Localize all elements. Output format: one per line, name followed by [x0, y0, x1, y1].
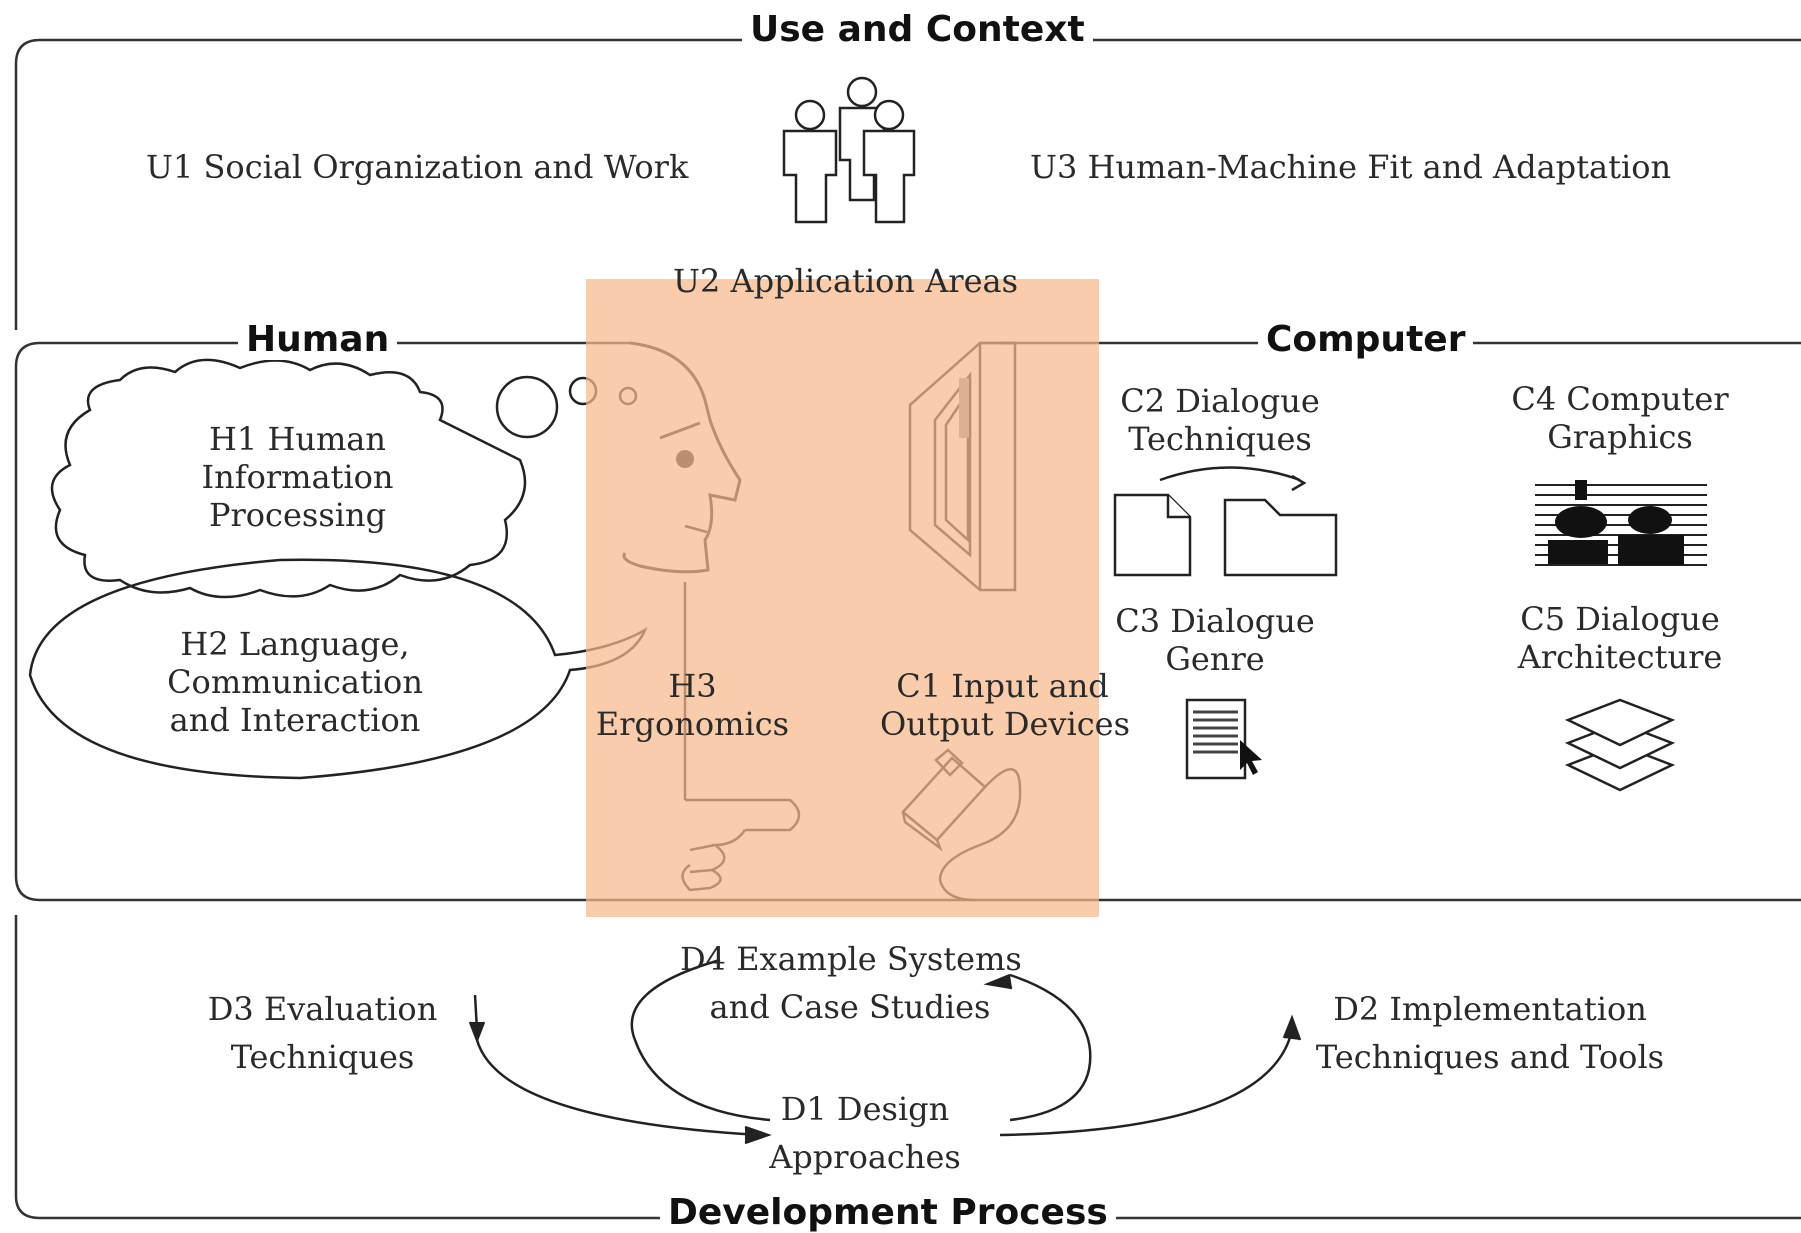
d3-label: D3 Evaluation Techniques — [207, 990, 438, 1076]
c2-label: C2 Dialogue Techniques — [1120, 382, 1320, 458]
development-cycle-arrows — [468, 958, 1302, 1145]
thought-cloud-icon — [50, 358, 527, 599]
computer-title: Computer — [1258, 320, 1474, 360]
development-title: Development Process — [660, 1193, 1116, 1233]
development-frame — [14, 915, 660, 1220]
use-context-title: Use and Context — [742, 10, 1093, 50]
u2-label: U2 Application Areas — [673, 262, 1019, 300]
layers-icon — [1564, 698, 1676, 792]
human-computer-frame — [14, 341, 1801, 902]
h3-label: H3 Ergonomics — [595, 667, 790, 743]
people-icon — [782, 76, 916, 224]
c5-label: C5 Dialogue Architecture — [1517, 600, 1723, 676]
human-title: Human — [238, 320, 398, 360]
genre-icon — [1185, 698, 1262, 780]
d2-label: D2 Implementation Techniques and Tools — [1315, 990, 1665, 1076]
c3-label: C3 Dialogue Genre — [1115, 602, 1315, 678]
ergonomics-highlight — [586, 279, 1099, 917]
u3-label: U3 Human-Machine Fit and Adaptation — [1030, 148, 1672, 186]
h1-label: H1 Human Information Processing — [201, 420, 394, 534]
d4-label: D4 Example Systems and Case Studies — [680, 940, 1022, 1026]
h2-label: H2 Language, Communication and Interacti… — [167, 625, 423, 739]
c4-label: C4 Computer Graphics — [1511, 380, 1729, 456]
c1-label: C1 Input and Output Devices — [880, 667, 1131, 743]
graphics-icon — [1535, 480, 1707, 566]
use-context-frame — [14, 38, 745, 330]
u1-label: U1 Social Organization and Work — [146, 148, 689, 186]
documents-icon — [1113, 466, 1338, 577]
d1-label: D1 Design Approaches — [769, 1090, 961, 1176]
